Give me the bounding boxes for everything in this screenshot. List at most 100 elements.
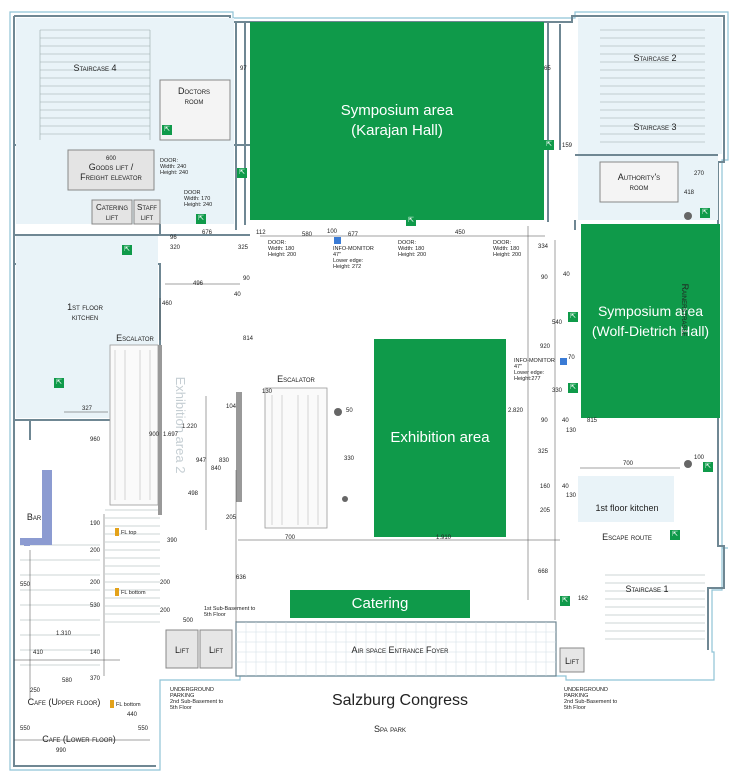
fl-marker-icon	[110, 700, 114, 708]
dim-label: 200	[160, 608, 171, 614]
door-goods-note: DOOR: Width: 240 Height: 240	[160, 158, 189, 176]
dim-label: 250	[30, 688, 41, 694]
outer-walls	[9, 11, 729, 771]
dim-label: 130	[566, 493, 577, 499]
staff-lift-label: Staff lift	[137, 203, 157, 222]
symposium-karajan-area: Symposium area (Karajan Hall)	[250, 22, 544, 220]
dim-label: 159	[562, 143, 573, 149]
dim-label: 162	[578, 596, 589, 602]
dim-label: 2.820	[508, 408, 524, 414]
exit-icon: ⇱	[568, 312, 578, 322]
staircase-3-label: Staircase 3	[633, 122, 677, 132]
dim-label: 90	[243, 276, 250, 282]
symposium-wolf-area: Symposium area (Wolf-Dietrich Hall)	[581, 224, 720, 418]
dim-label: 160	[540, 484, 551, 490]
dim-label: 580	[62, 678, 73, 684]
left-stairs	[20, 509, 160, 666]
dim-label: 600	[106, 156, 117, 162]
dim-label: 205	[226, 515, 237, 521]
escalator-left-box	[109, 344, 159, 506]
extinguisher-icon	[684, 212, 692, 220]
dim-label: 90	[541, 275, 548, 281]
dim-label: 330	[344, 456, 355, 462]
dim-label: 112	[256, 230, 266, 236]
dim-label: 65	[544, 66, 551, 72]
escalator-mid-treads	[271, 395, 319, 525]
dim-label: 320	[170, 245, 181, 251]
info-monitor-icon	[560, 358, 567, 365]
exhibition-area: Exhibition area	[374, 339, 506, 537]
lift-left1-box	[165, 629, 199, 669]
dim-label: 830	[219, 458, 230, 464]
dim-label: 327	[82, 406, 93, 412]
dim-label: 947	[196, 458, 207, 464]
dim-label: 205	[540, 508, 551, 514]
cafe-upper-label: Cafe (Upper floor)	[27, 697, 101, 707]
exit-icon: ⇱	[560, 596, 570, 606]
catering-area: Catering	[290, 590, 470, 618]
goods-lift-label: Goods lift / Freight elevator	[80, 162, 142, 182]
dim-label: 920	[540, 344, 551, 350]
dim-label: 840	[211, 466, 222, 472]
dim-label: 325	[238, 245, 249, 251]
exit-icon: ⇱	[162, 125, 172, 135]
staircase-4-label: Staircase 4	[73, 63, 117, 73]
escalator-left-label: Escalator	[116, 333, 154, 343]
dim-label: 418	[684, 190, 695, 196]
dim-label: 550	[138, 726, 149, 732]
dim-label: 550	[20, 726, 31, 732]
dim-label: 40	[562, 418, 569, 424]
catering-lift-label: Catering lift	[95, 203, 128, 222]
escape-route-label: Escape route	[602, 532, 652, 542]
escalator-left-treads	[114, 350, 151, 500]
doctors-room-label: Doctors room	[177, 86, 211, 106]
authority-room-label: Authority's room	[617, 172, 661, 192]
dim-label: 677	[348, 232, 359, 238]
dim-label: 550	[20, 582, 31, 588]
dim-label: 100	[694, 455, 705, 461]
dim-label: 40	[562, 484, 569, 490]
extinguisher-icon	[334, 408, 342, 416]
escalator-mid-label: Escalator	[277, 374, 315, 384]
dim-label: 190	[90, 521, 101, 527]
dim-label: 50	[346, 408, 353, 414]
dim-label: 325	[538, 449, 549, 455]
goods-lift-box	[67, 149, 155, 191]
staircase-2-steps	[600, 29, 705, 143]
info-monitor-icon	[334, 237, 341, 244]
pillar-mid	[236, 392, 242, 502]
lift-right-box	[559, 647, 585, 673]
dimension-lines	[14, 226, 680, 741]
fl-top-note: FL top	[121, 530, 137, 536]
dim-label: 200	[160, 580, 171, 586]
staircase-1-label: Staircase 1	[625, 584, 669, 594]
staircase-2-label: Staircase 2	[633, 53, 677, 63]
cafe-lower-label: Cafe (Lower floor)	[42, 734, 116, 744]
kitchen-1st-right-label: 1st floor kitchen	[595, 503, 659, 513]
extinguisher-icon	[342, 496, 348, 502]
dim-label: 668	[538, 569, 549, 575]
dim-label: 410	[33, 650, 44, 656]
lift-left2-box	[199, 629, 233, 669]
lift-right-label: Lift	[564, 656, 579, 666]
fl-marker-icon	[115, 588, 119, 596]
spa-park-label: Spa park	[374, 724, 406, 734]
exit-icon: ⇱	[700, 208, 710, 218]
dim-label: 700	[285, 535, 296, 541]
dim-label: 440	[127, 712, 138, 718]
dim-label: 960	[90, 437, 101, 443]
door2-note: DOOR: Width: 180 Height: 200	[398, 240, 427, 258]
lift-left1-label: Lift	[174, 645, 189, 655]
dim-label: 498	[188, 491, 199, 497]
dim-label: 390	[167, 538, 178, 544]
air-space-label: Air space Entrance Foyer	[351, 645, 449, 655]
exit-icon: ⇱	[237, 168, 247, 178]
dim-label: 1.310	[56, 631, 72, 637]
dim-label: 530	[90, 603, 101, 609]
sub-basement-note: 1st Sub-Basement to 5th Floor	[204, 606, 256, 618]
dim-label: 900	[149, 432, 160, 438]
exit-icon: ⇱	[122, 245, 132, 255]
dim-label: 100	[327, 229, 338, 235]
dim-label: 130	[566, 428, 577, 434]
dim-label: 96	[170, 235, 177, 241]
